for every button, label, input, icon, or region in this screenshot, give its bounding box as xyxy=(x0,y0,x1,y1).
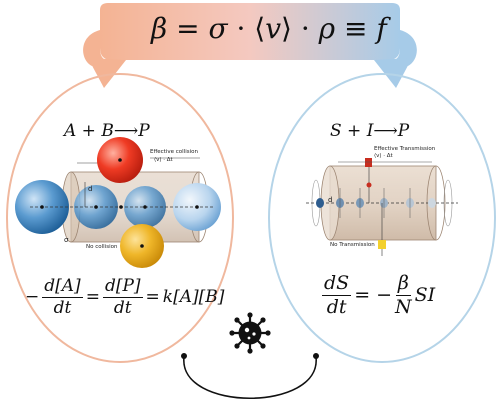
right-reaction-title: S + I⟶P xyxy=(330,121,410,141)
sir-equation: dS dt = − β N SI xyxy=(322,272,436,318)
rate-constant-term: k[A][B] xyxy=(162,287,225,307)
effective-transmission-sub: ⟨v⟩ · Δt xyxy=(374,153,393,159)
sir-lhs: dS dt xyxy=(322,272,352,318)
banner-equation: β = σ · ⟨v⟩ · ρ ≡ f xyxy=(151,12,387,45)
right-reactants: S + I xyxy=(330,121,374,141)
right-panel-border xyxy=(268,73,496,363)
sir-coefficient: β N xyxy=(395,272,412,318)
effective-collision-sub: ⟨v⟩ · Δt xyxy=(154,157,173,163)
no-transmission-label: No Transmission xyxy=(330,242,375,248)
right-product: P xyxy=(397,121,410,141)
beta-symbol: β xyxy=(151,12,168,45)
no-transmission-marker xyxy=(378,240,386,249)
left-reaction-title: A + B⟶P xyxy=(64,121,150,141)
collision-illustration xyxy=(15,137,221,268)
virus-icon xyxy=(229,312,271,354)
left-product: P xyxy=(138,121,150,141)
no-collision-label: No collision xyxy=(86,244,118,250)
left-panel-border xyxy=(6,73,234,363)
rate-law-equation: − d[A] dt = d[P] dt = k[A][B] xyxy=(25,276,225,318)
left-sigma-label: σ xyxy=(64,236,69,244)
connector-dot-right xyxy=(313,353,319,359)
f-symbol: f xyxy=(376,12,387,45)
sir-product-term: SI xyxy=(414,284,436,306)
transmission-illustration xyxy=(306,158,458,256)
effective-collision-label: Effective collision xyxy=(150,149,198,155)
effective-transmission-label: Effective Transmission xyxy=(374,146,436,152)
left-reactants: A + B xyxy=(64,121,114,141)
connector-dot-left xyxy=(181,353,187,359)
left-d-label: d xyxy=(88,185,93,193)
rate-term-p: d[P] dt xyxy=(102,276,143,318)
sigma-symbol: σ xyxy=(208,12,228,45)
rate-term-a: d[A] dt xyxy=(42,276,83,318)
right-d-label: d xyxy=(328,196,333,204)
equation-banner xyxy=(83,3,417,88)
connector-arc xyxy=(183,356,317,400)
velocity-symbol: v xyxy=(265,12,282,45)
infected-marker xyxy=(365,158,372,167)
rho-symbol: ρ xyxy=(318,12,336,45)
